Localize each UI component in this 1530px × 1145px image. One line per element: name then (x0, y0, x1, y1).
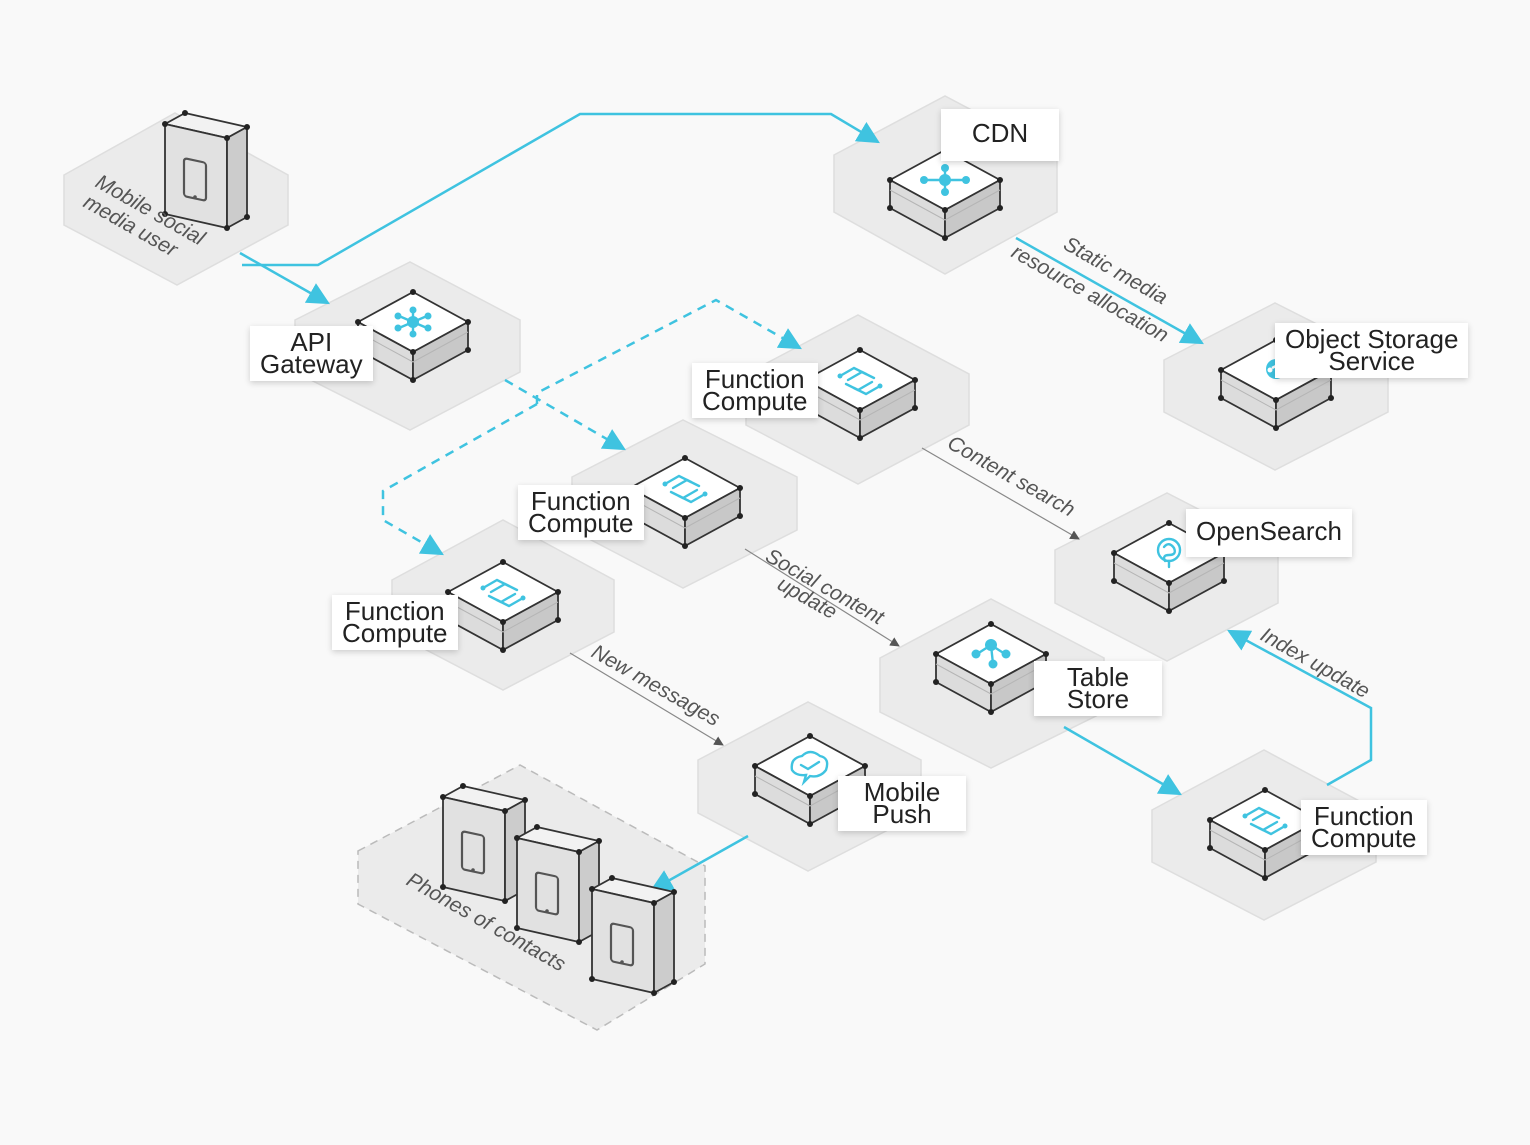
cdn-icon (920, 164, 970, 196)
phone-device-icon (182, 157, 208, 202)
edge-label-new-messages: New messages (588, 640, 725, 731)
device-contact-2 (514, 824, 602, 945)
function-compute-icon (837, 366, 883, 396)
edge-api-to-fc-mid (504, 378, 626, 451)
label-opensearch: OpenSearch (1186, 509, 1352, 557)
device-contact-1 (440, 783, 528, 904)
edge-api-to-fc-top (535, 298, 802, 404)
phone-device-icon (609, 922, 635, 967)
label-cdn: CDN (941, 109, 1059, 161)
cube-fc-mid (627, 455, 743, 549)
cube-oss (1218, 337, 1334, 431)
edge-fc-left-to-push (569, 652, 724, 746)
edge-api-to-fc-left (381, 402, 538, 556)
cube-fc-top (802, 347, 918, 441)
edge-fc-top-to-opensearch (921, 447, 1080, 540)
phone-device-icon (534, 871, 560, 916)
edge-fc-bottom-to-opensearch (1227, 629, 1373, 787)
phone-device-icon (460, 830, 486, 875)
function-compute-icon (480, 578, 526, 608)
edge-label-content-search: Content search (944, 431, 1079, 521)
edge-cdn-to-oss (1015, 236, 1204, 345)
api-gateway-icon (394, 306, 432, 338)
edge-fc-mid-to-table-store (744, 548, 900, 647)
edge-user-to-api-gateway (239, 251, 330, 305)
edge-push-to-contacts (650, 834, 749, 892)
device-mobile-user (162, 110, 250, 231)
cube-fc-left (445, 559, 561, 653)
device-contact-3 (589, 875, 677, 996)
edge-user-to-cdn (242, 112, 880, 267)
edge-label-index-update: Index update (1257, 623, 1374, 703)
edge-table-store-to-fc-bottom (1063, 725, 1182, 796)
opensearch-icon (1156, 537, 1182, 569)
function-compute-icon (1242, 806, 1288, 836)
table-store-icon (971, 639, 1011, 669)
cube-opensearch (1111, 520, 1227, 614)
mobile-push-icon (790, 750, 829, 787)
cube-table-store (933, 621, 1049, 715)
function-compute-icon (662, 474, 708, 504)
cube-cdn (887, 147, 1003, 241)
